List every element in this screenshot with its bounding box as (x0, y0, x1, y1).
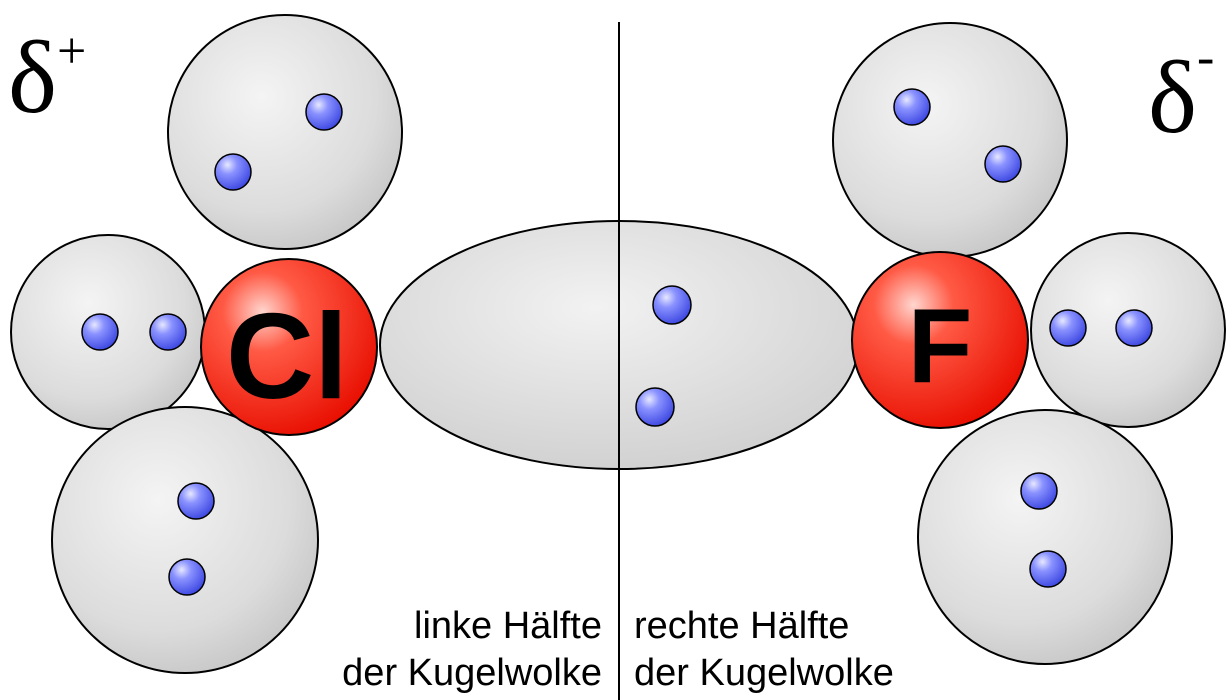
electron (1115, 309, 1153, 347)
right-half-caption-line1: rechte Hälfte (634, 605, 849, 647)
fluorine-lone-pair-bottom (917, 409, 1173, 665)
electron (652, 285, 692, 325)
left-half-caption-line1: linke Hälfte (414, 605, 602, 647)
partial-positive-charge: δ+ (8, 20, 86, 135)
electron (635, 387, 675, 427)
electron (177, 482, 215, 520)
fluorine-symbol: F (908, 287, 973, 405)
electron (81, 313, 119, 351)
electron (893, 88, 931, 126)
electron (214, 153, 252, 191)
left-half-caption-line2: der Kugelwolke (342, 652, 602, 694)
chlorine-lone-pair-bottom (51, 406, 319, 674)
fluorine-atom: F (851, 251, 1029, 429)
electron (1029, 550, 1067, 588)
chlorine-lone-pair-left (10, 234, 206, 430)
partial-negative-charge: δ- (1148, 29, 1214, 155)
chlorine-symbol: Cl (226, 288, 348, 424)
electron (149, 313, 187, 351)
electron (984, 145, 1022, 183)
electron (168, 558, 206, 596)
chlorine-atom: Cl (200, 258, 378, 436)
right-half-caption-line2: der Kugelwolke (634, 652, 894, 694)
fluorine-lone-pair-right (1030, 232, 1226, 428)
electron (1049, 309, 1087, 347)
electron (1020, 472, 1058, 510)
electron (305, 93, 343, 131)
fluorine-lone-pair-top (832, 22, 1068, 258)
chlorine-lone-pair-top (167, 14, 403, 250)
